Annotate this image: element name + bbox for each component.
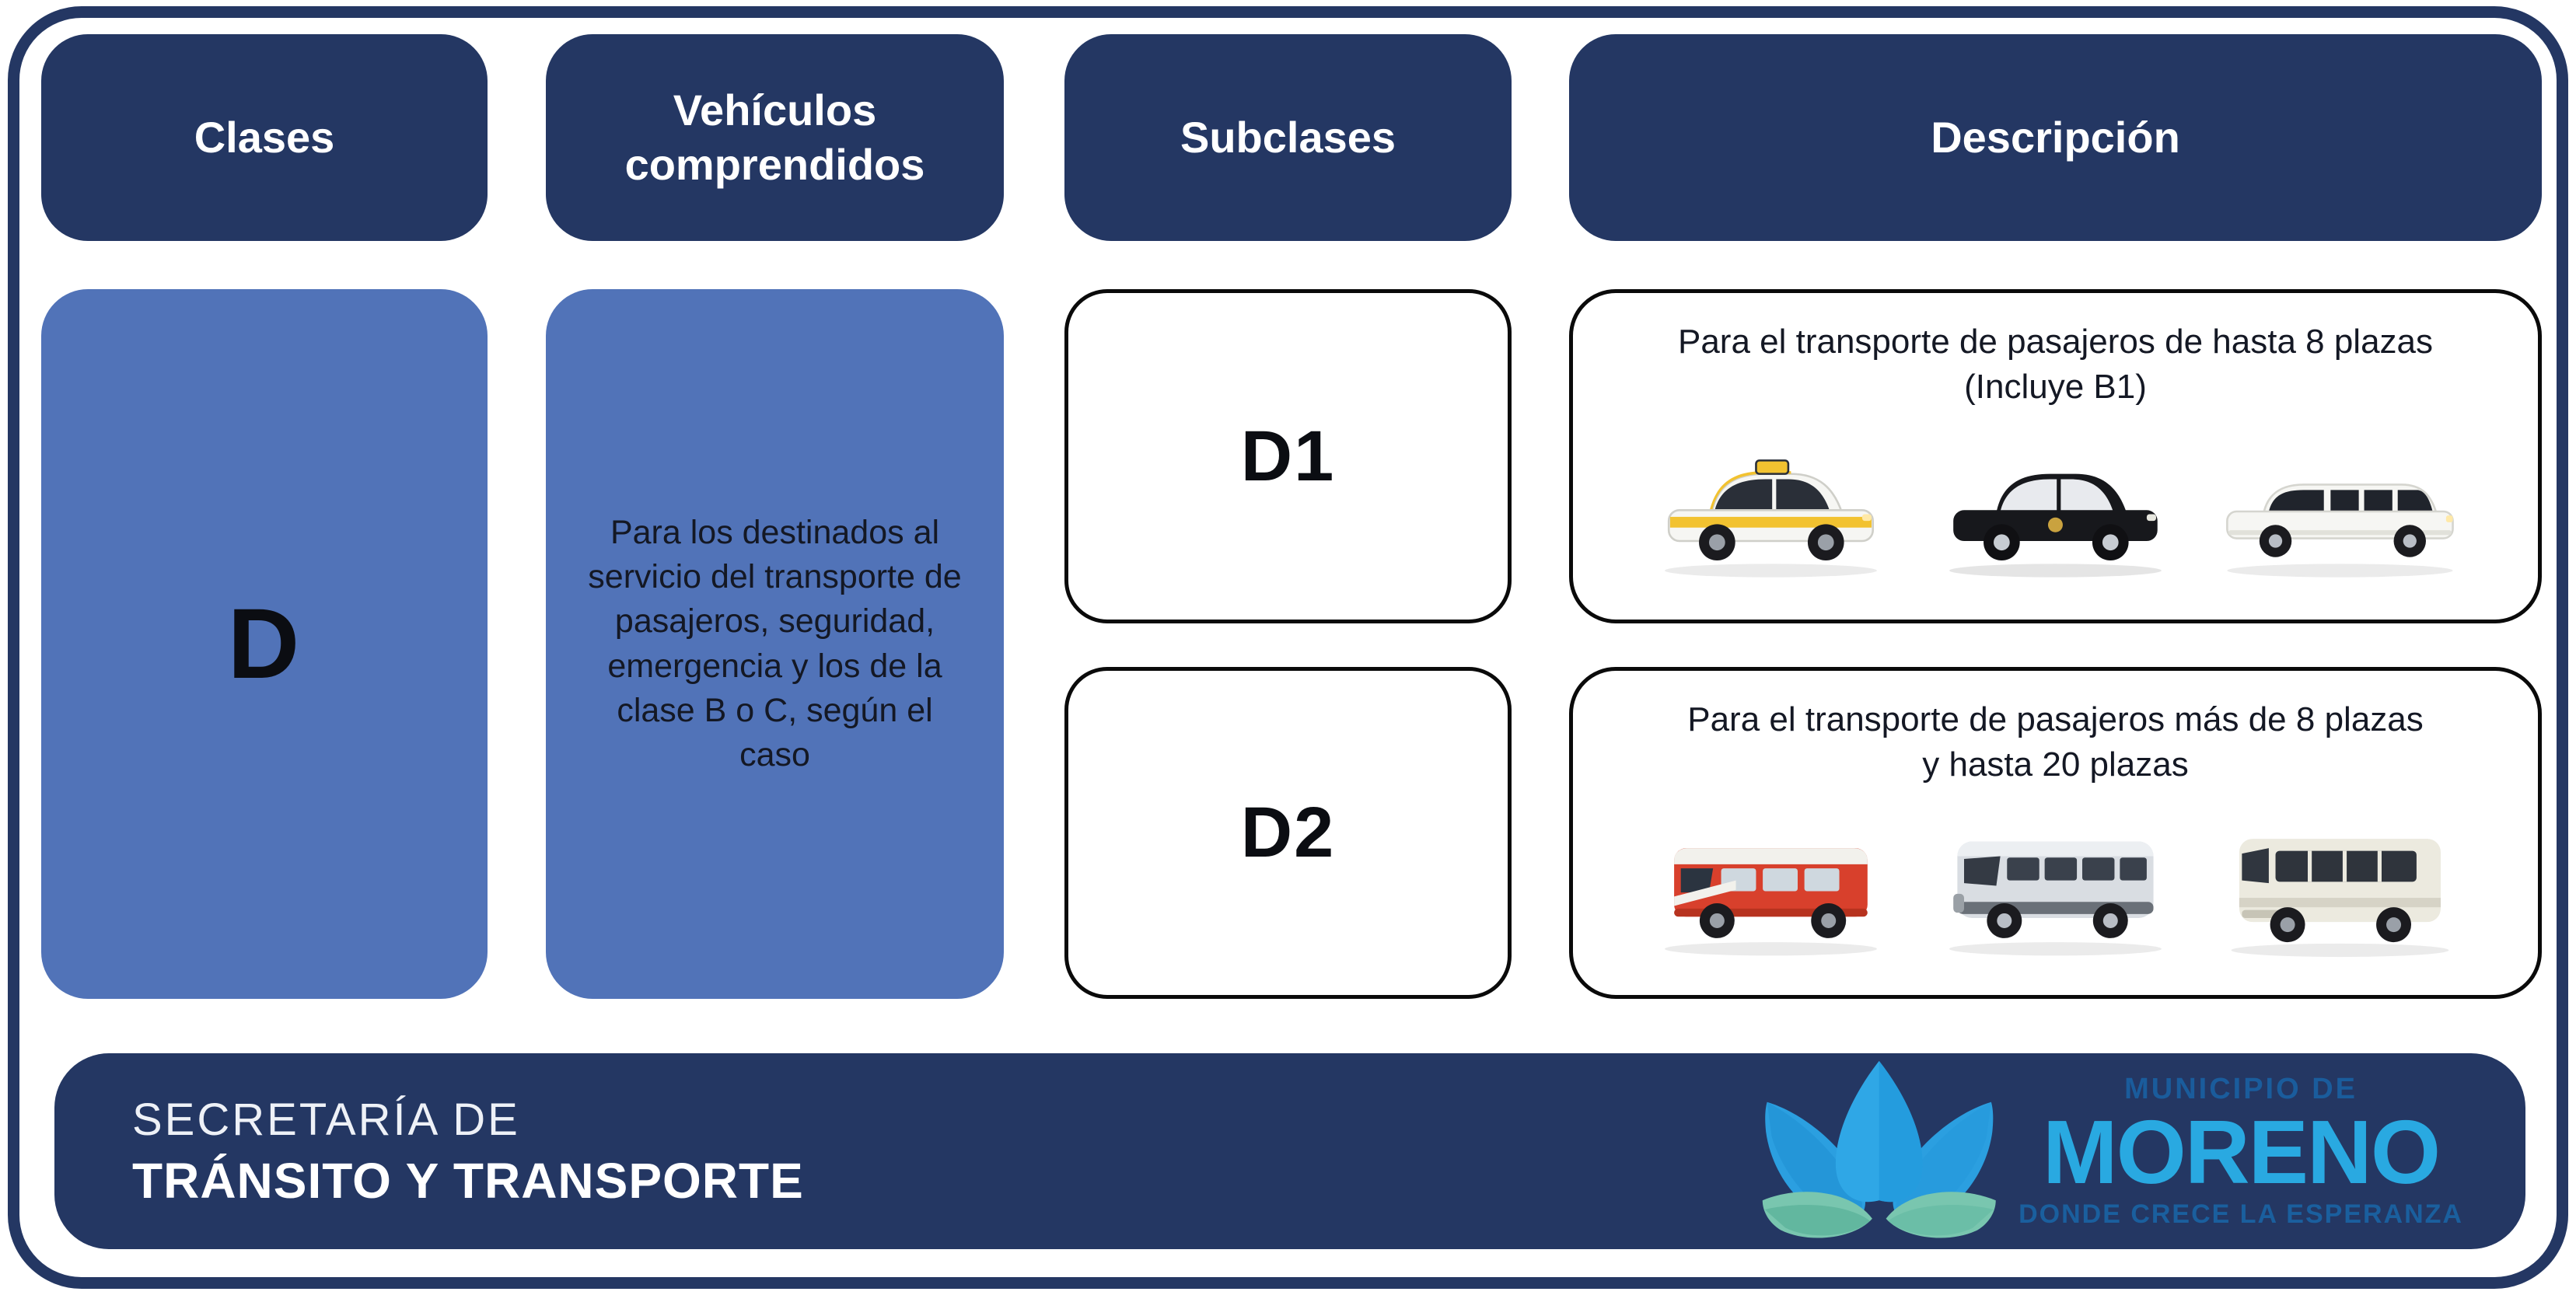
class-d-vehicles-text: Para los destinados al servicio del tran… [588, 513, 962, 773]
secretaria-block: SECRETARÍA DE TRÁNSITO Y TRANSPORTE [132, 1094, 804, 1210]
subclass-d1-cell: D1 [1064, 289, 1512, 623]
sprinter-minibus-image [1949, 841, 2162, 955]
secretaria-line1: SECRETARÍA DE [132, 1094, 520, 1145]
white-limousine-image [2226, 483, 2454, 578]
header-descripcion: Descripción [1569, 34, 2542, 241]
subclass-d2-cell: D2 [1064, 667, 1512, 999]
subclass-d1-code: D1 [1240, 416, 1336, 496]
class-d-code: D [227, 588, 302, 700]
lotus-flower-icon [1753, 1054, 2005, 1248]
municipio-de-label: MUNICIPIO DE [2124, 1072, 2358, 1105]
coaster-bus-image [2231, 838, 2449, 957]
subclass-d1-description-text: Para el transporte de pasajeros de hasta… [1677, 323, 2434, 407]
header-vehiculos-label: Vehículos comprendidos [624, 86, 925, 189]
school-van-image [1665, 847, 1878, 955]
subclass-d2-description-cell: Para el transporte de pasajeros más de 8… [1569, 667, 2542, 999]
outer-border-frame [8, 6, 2568, 1289]
subclass-d2-description-text: Para el transporte de pasajeros más de 8… [1687, 700, 2424, 784]
d2-vehicle-images [1619, 787, 2492, 995]
subclass-d1-description-cell: Para el transporte de pasajeros de hasta… [1569, 289, 2542, 623]
moreno-wordmark: MORENO [2043, 1101, 2441, 1203]
logo-tagline: DONDE CRECE LA ESPERANZA [2019, 1199, 2463, 1230]
taxi-image [1665, 459, 1878, 578]
header-vehiculos-comprendidos: Vehículos comprendidos [546, 34, 1004, 241]
moreno-logo-text: MUNICIPIO DE MORENO DONDE CRECE LA ESPER… [2019, 1073, 2463, 1230]
header-clases: Clases [41, 34, 488, 241]
class-d-cell: D [41, 289, 488, 999]
footer-bar: SECRETARÍA DE TRÁNSITO Y TRANSPORTE [54, 1053, 2525, 1249]
d1-vehicle-images [1619, 410, 2492, 620]
subclass-d2-code: D2 [1240, 793, 1336, 872]
moreno-logo: MUNICIPIO DE MORENO DONDE CRECE LA ESPER… [1753, 1054, 2463, 1248]
class-d-vehicles-cell: Para los destinados al servicio del tran… [546, 289, 1004, 999]
header-descripcion-label: Descripción [1931, 113, 2180, 162]
black-sedan-image [1949, 473, 2162, 578]
header-subclases-label: Subclases [1180, 113, 1396, 162]
header-subclases: Subclases [1064, 34, 1512, 241]
secretaria-line2: TRÁNSITO Y TRANSPORTE [132, 1152, 804, 1209]
header-clases-label: Clases [194, 113, 335, 162]
